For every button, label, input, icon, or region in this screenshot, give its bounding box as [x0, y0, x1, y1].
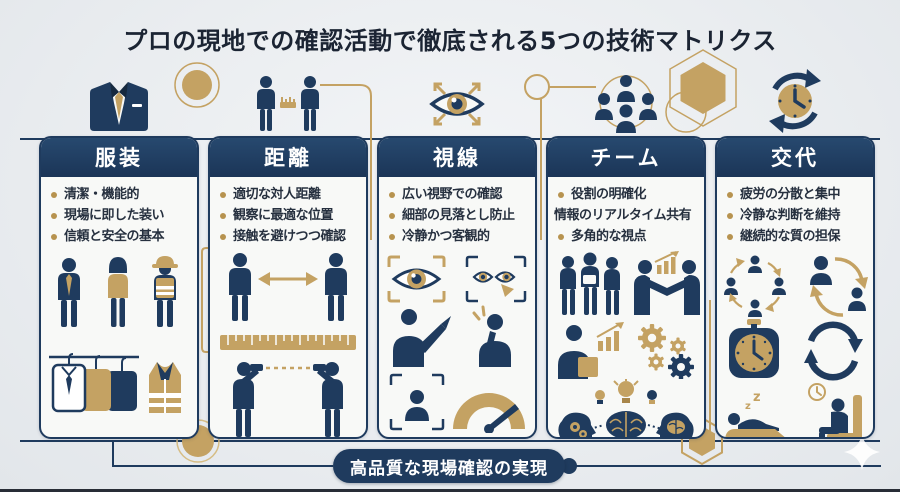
bullet-item: 現場に即した装い — [51, 205, 193, 226]
observers-art — [233, 362, 343, 437]
card-distance: 距離 適切な対人距離 観察に最適な位置 接触を避けつつ確認 — [208, 136, 368, 439]
card-gaze: 視線 広い視野での確認 細部の見落とし防止 冷静かつ客観的 — [377, 136, 537, 439]
bullet-item: 役割の明確化 — [558, 184, 700, 205]
pointing-alert-art — [393, 305, 511, 368]
discussion-handshake-art — [560, 251, 700, 316]
conclusion-banner: 高品質な現場確認の実現 — [333, 449, 565, 483]
svg-text:z: z — [745, 401, 751, 412]
ruler-art — [220, 335, 356, 351]
workers-figures-art — [58, 256, 178, 328]
bullet-item: 信頼と安全の基本 — [51, 226, 193, 247]
page-title: プロの現地での確認活動で徹底される5つの技術マトリクス — [123, 27, 777, 55]
bullet-item: 細部の見落とし防止 — [389, 205, 531, 226]
bullet-item: 清潔・機能的 — [51, 184, 193, 205]
card-header: チーム — [548, 138, 704, 177]
clothing-rack-vest-art — [49, 353, 181, 414]
bottom-edge-bar — [0, 489, 900, 492]
card-rotation: 交代 疲労の分散と集中 冷静な判断を維持 継続的な質の担保 — [715, 136, 875, 439]
stopwatch-refresh-art — [729, 319, 863, 381]
column-distance: 距離 適切な対人距離 観察に最適な位置 接触を避けつつ確認 — [208, 62, 368, 439]
footer-band: 高品質な現場確認の実現 — [0, 449, 900, 485]
bullet-item: 情報のリアルタイム共有 — [554, 208, 692, 224]
eye-icon — [429, 82, 485, 126]
eyes-frames-art — [387, 255, 527, 303]
bullet-item: 多角的な視点 — [558, 226, 700, 247]
card-header: 距離 — [210, 138, 366, 177]
bullet-item: 疲労の分散と集中 — [727, 184, 869, 205]
bullet-item: 観察に最適な位置 — [220, 205, 362, 226]
rest-sit-art: z z — [725, 383, 862, 437]
column-attire: 服装 清潔・機能的 現場に即した装い 信頼と安全の基本 — [39, 62, 199, 439]
card-header: 交代 — [717, 138, 873, 177]
card-attire: 服装 清潔・機能的 現場に即した装い 信頼と安全の基本 — [39, 136, 199, 439]
bullet-item: 接触を避けつつ確認 — [220, 226, 362, 247]
card-header: 服装 — [41, 138, 197, 177]
bullet-item: 適切な対人距離 — [220, 184, 362, 205]
focus-gauge-art — [389, 373, 525, 434]
team-icon — [595, 75, 657, 133]
bullet-item: 継続的な質の担保 — [727, 226, 869, 247]
rotation-cycle-art — [724, 255, 868, 318]
matrix-columns: 服装 清潔・機能的 現場に即した装い 信頼と安全の基本 — [39, 62, 875, 439]
card-header: 視線 — [379, 138, 535, 177]
spacing-figures-art — [229, 253, 347, 322]
column-team: チーム 役割の明確化 情報のリアルタイム共有 多角的な視点 — [546, 62, 706, 439]
clock-rotation-icon — [769, 69, 821, 133]
bullet-item: 冷静かつ客観的 — [389, 226, 531, 247]
card-team: チーム 役割の明確化 情報のリアルタイム共有 多角的な視点 — [546, 136, 706, 439]
suit-icon — [90, 82, 148, 131]
column-gaze: 視線 広い視野での確認 細部の見落とし防止 冷静かつ客観的 — [377, 62, 537, 439]
svg-text:z: z — [753, 390, 761, 405]
ideas-brain-heads-art — [558, 379, 694, 437]
column-rotation: 交代 疲労の分散と集中 冷静な判断を維持 継続的な質の担保 — [715, 62, 875, 439]
bullet-item: 広い視野での確認 — [389, 184, 531, 205]
report-gears-art — [558, 322, 694, 380]
bullet-item: 冷静な判断を維持 — [727, 205, 869, 226]
distance-icon — [257, 76, 319, 131]
